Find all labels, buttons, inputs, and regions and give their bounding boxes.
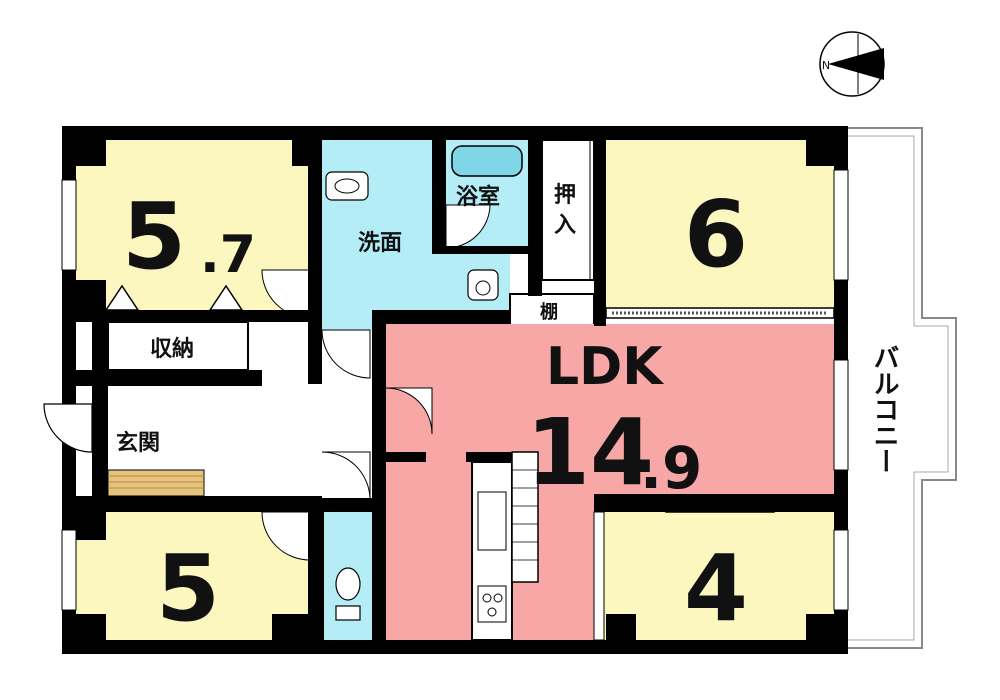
room-size-western-a-decimal: .7 (200, 225, 256, 285)
room-ldk (386, 324, 834, 640)
entry-door[interactable] (43, 403, 93, 453)
toilet-icon (335, 567, 361, 601)
room-size-western-5: 5 (156, 535, 220, 642)
room-eastern-4 (604, 512, 834, 640)
bath-label: 浴室 (456, 184, 500, 210)
ldk-size-decimal: .9 (640, 434, 702, 502)
washbasin-icon (325, 171, 369, 201)
oshiire-label-1: 押 (554, 182, 576, 208)
storage (107, 321, 249, 371)
oshiire-label-2: 入 (554, 213, 576, 238)
shelf-label: 棚 (540, 301, 558, 323)
ldk-size: 14 (526, 399, 654, 506)
washing-machine-icon (467, 269, 499, 301)
storage-label: 収納 (150, 336, 194, 362)
room-eastern-6 (606, 140, 834, 308)
entrance-label: 玄関 (116, 430, 160, 456)
balcony-label: バルコニー (869, 344, 899, 474)
room-size-eastern-4: 4 (684, 535, 748, 642)
closet-oshiire (541, 139, 595, 281)
room-size-eastern-6: 6 (684, 181, 748, 288)
room-size-western-a: 5 (122, 183, 186, 290)
compass-north-label: N (822, 59, 830, 72)
entrance-step (107, 469, 205, 497)
compass-icon: N (819, 31, 885, 97)
bathtub-icon (451, 145, 523, 177)
washroom-label: 洗面 (358, 231, 402, 256)
ldk-label: LDK (546, 337, 664, 397)
stove-icon (477, 585, 507, 623)
balcony-outline (848, 127, 957, 649)
sink-icon (477, 491, 507, 551)
